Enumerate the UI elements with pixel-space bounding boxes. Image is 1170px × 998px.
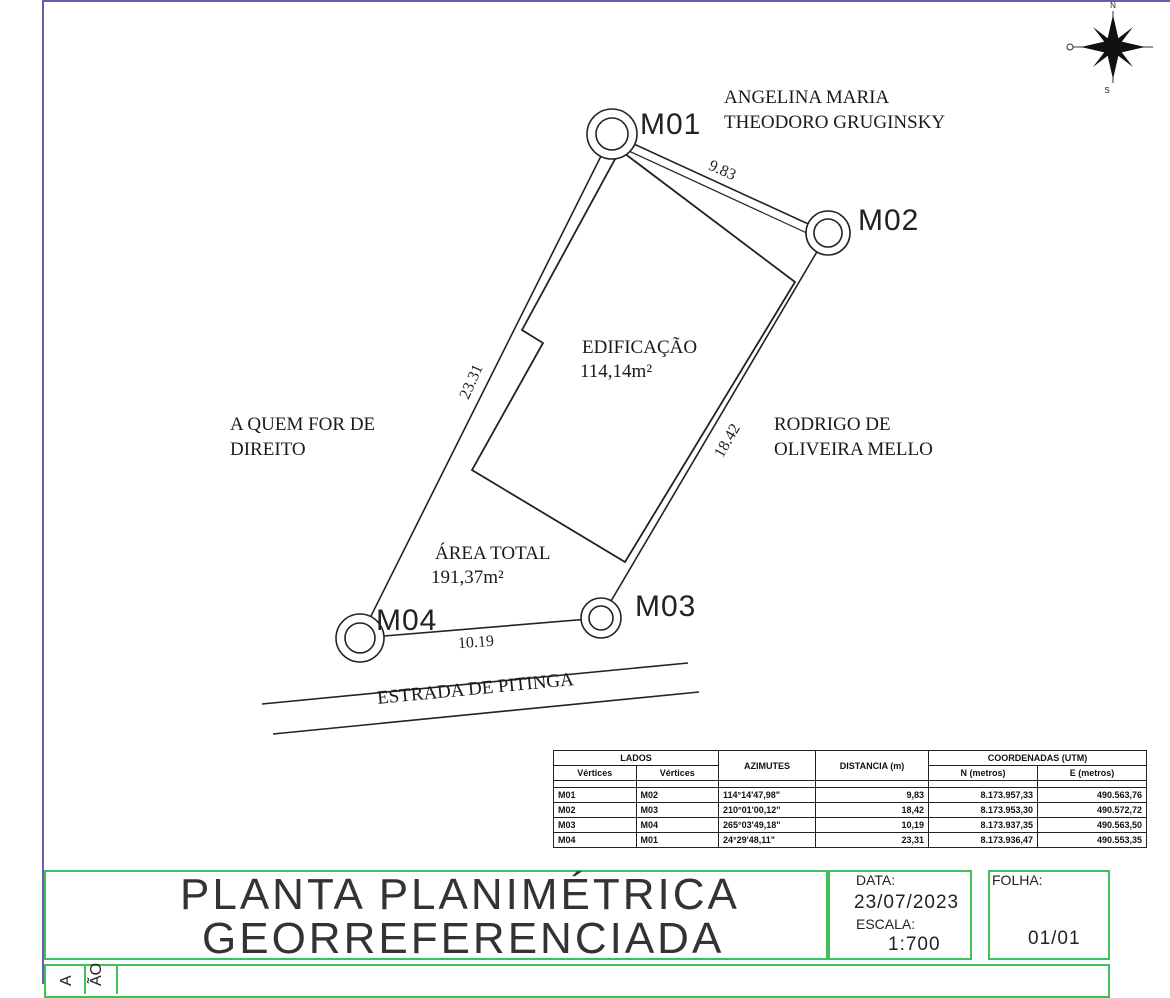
title-block-date-box (828, 870, 972, 960)
table-spacer-row (553, 780, 1147, 788)
header-vertice-a: Vértices (553, 765, 637, 781)
building-area-label: 114,14m² (580, 361, 653, 382)
lot-boundary (358, 132, 830, 639)
header-lados-text: LADOS (620, 753, 652, 763)
title-block-sheet-box (988, 870, 1110, 960)
cell-coord-e: 490.572,72 (1037, 802, 1147, 818)
header-coordenadas: COORDENADAS (UTM) (928, 750, 1147, 766)
scale-value: 1:700 (888, 934, 941, 955)
cell-azimute: 265°03'49,18" (718, 817, 816, 833)
cell-coord-n: 8.173.957,33 (928, 787, 1038, 803)
vertex-marker-m02 (805, 210, 851, 256)
neighbor-east-label: RODRIGO DE OLIVEIRA MELLO (774, 414, 933, 460)
cell-vertice-a: M04 (553, 832, 637, 848)
spacer-cell (553, 780, 637, 788)
building-outline (470, 148, 797, 564)
cell-coord-e: 490.563,76 (1037, 787, 1147, 803)
vertex-label-m01: M01 (640, 108, 702, 141)
road-line-top (261, 662, 689, 705)
coordinates-table: LADOS AZIMUTES DISTANCIA (m) COORDENADAS… (553, 750, 1147, 848)
road-line-bottom (272, 691, 700, 735)
svg-text:S: S (1104, 86, 1109, 95)
sheet-value: 01/01 (1028, 928, 1081, 949)
cell-distancia: 18,42 (815, 802, 929, 818)
cell-coord-n: 8.173.936,47 (928, 832, 1038, 848)
header-e: E (metros) (1037, 765, 1147, 781)
cell-azimute: 114°14'47,98" (718, 787, 816, 803)
title-line-1: PLANTA PLANIMÉTRICA (180, 870, 740, 919)
title-block-main (44, 870, 828, 960)
cell-vertice-b: M03 (635, 802, 719, 818)
vertex-marker-m01 (586, 108, 638, 160)
cell-azimute: 210°01'00,12" (718, 802, 816, 818)
side-label-a: A (58, 975, 75, 986)
table-row: M04 M01 24°29'48,11" 23,31 8.173.936,47 … (553, 832, 1147, 848)
header-vertice-b: Vértices (635, 765, 719, 781)
spacer-cell (718, 780, 816, 788)
table-row: M03 M04 265°03'49,18" 10,19 8.173.937,35… (553, 817, 1147, 833)
scale-label: ESCALA: (856, 916, 916, 932)
vertex-marker-m04 (335, 613, 385, 663)
neighbor-west-label: A QUEM FOR DE DIREITO (230, 414, 376, 460)
cell-vertice-b: M04 (635, 817, 719, 833)
neighbor-north-label: ANGELINA MARIA THEODORO GRUGINSKY (724, 87, 946, 133)
sheet-label: FOLHA: (992, 872, 1043, 888)
table-row: M01 M02 114°14'47,98" 9,83 8.173.957,33 … (553, 787, 1147, 803)
lot-name-label: ÁREA TOTAL (435, 543, 551, 564)
vertex-label-m02: M02 (858, 204, 920, 237)
vertex-label-m04: M04 (376, 604, 438, 637)
header-distancia: DISTANCIA (m) (815, 750, 929, 781)
cell-coord-e: 490.563,50 (1037, 817, 1147, 833)
title-block-side-cell (84, 964, 118, 994)
cell-coord-n: 8.173.953,30 (928, 802, 1038, 818)
svg-text:N: N (1110, 1, 1116, 10)
sheet-border-top (42, 0, 1170, 2)
spacer-cell (1037, 780, 1147, 788)
cell-distancia: 23,31 (815, 832, 929, 848)
sheet-border-left (42, 0, 44, 984)
cell-distancia: 10,19 (815, 817, 929, 833)
side-label-b: ÃO (88, 962, 105, 986)
table-subheader-row: Vértices Vértices N (metros) E (metros) (553, 765, 1147, 781)
spacer-cell (815, 780, 929, 788)
header-lados: LADOS (553, 750, 719, 766)
compass-rose-icon: N S (1066, 1, 1153, 95)
cell-vertice-a: M01 (553, 787, 637, 803)
vertex-label-m03: M03 (635, 590, 697, 623)
spacer-cell (928, 780, 1038, 788)
date-label: DATA: (856, 872, 896, 888)
cell-vertice-b: M02 (635, 787, 719, 803)
table-row: M02 M03 210°01'00,12" 18,42 8.173.953,30… (553, 802, 1147, 818)
building-name-label: EDIFICAÇÃO (582, 337, 698, 358)
spacer-cell (635, 780, 719, 788)
cell-vertice-a: M02 (553, 802, 637, 818)
cell-vertice-b: M01 (635, 832, 719, 848)
header-azimutes: AZIMUTES (718, 750, 816, 781)
title-line-2: GEORREFERENCIADA (202, 914, 725, 963)
side-m03-m04-label: 10.19 (457, 632, 495, 653)
cell-coord-e: 490.553,35 (1037, 832, 1147, 848)
lot-offset-line (617, 145, 823, 241)
date-value: 23/07/2023 (854, 892, 960, 913)
cell-coord-n: 8.173.937,35 (928, 817, 1038, 833)
cell-vertice-a: M03 (553, 817, 637, 833)
lot-area-label: 191,37m² (431, 567, 504, 588)
vertex-marker-m03 (580, 597, 622, 639)
title-block-bottom-row (44, 964, 1110, 998)
cell-distancia: 9,83 (815, 787, 929, 803)
header-n: N (metros) (928, 765, 1038, 781)
cell-azimute: 24°29'48,11" (718, 832, 816, 848)
table-header-row: LADOS AZIMUTES DISTANCIA (m) COORDENADAS… (553, 750, 1147, 781)
